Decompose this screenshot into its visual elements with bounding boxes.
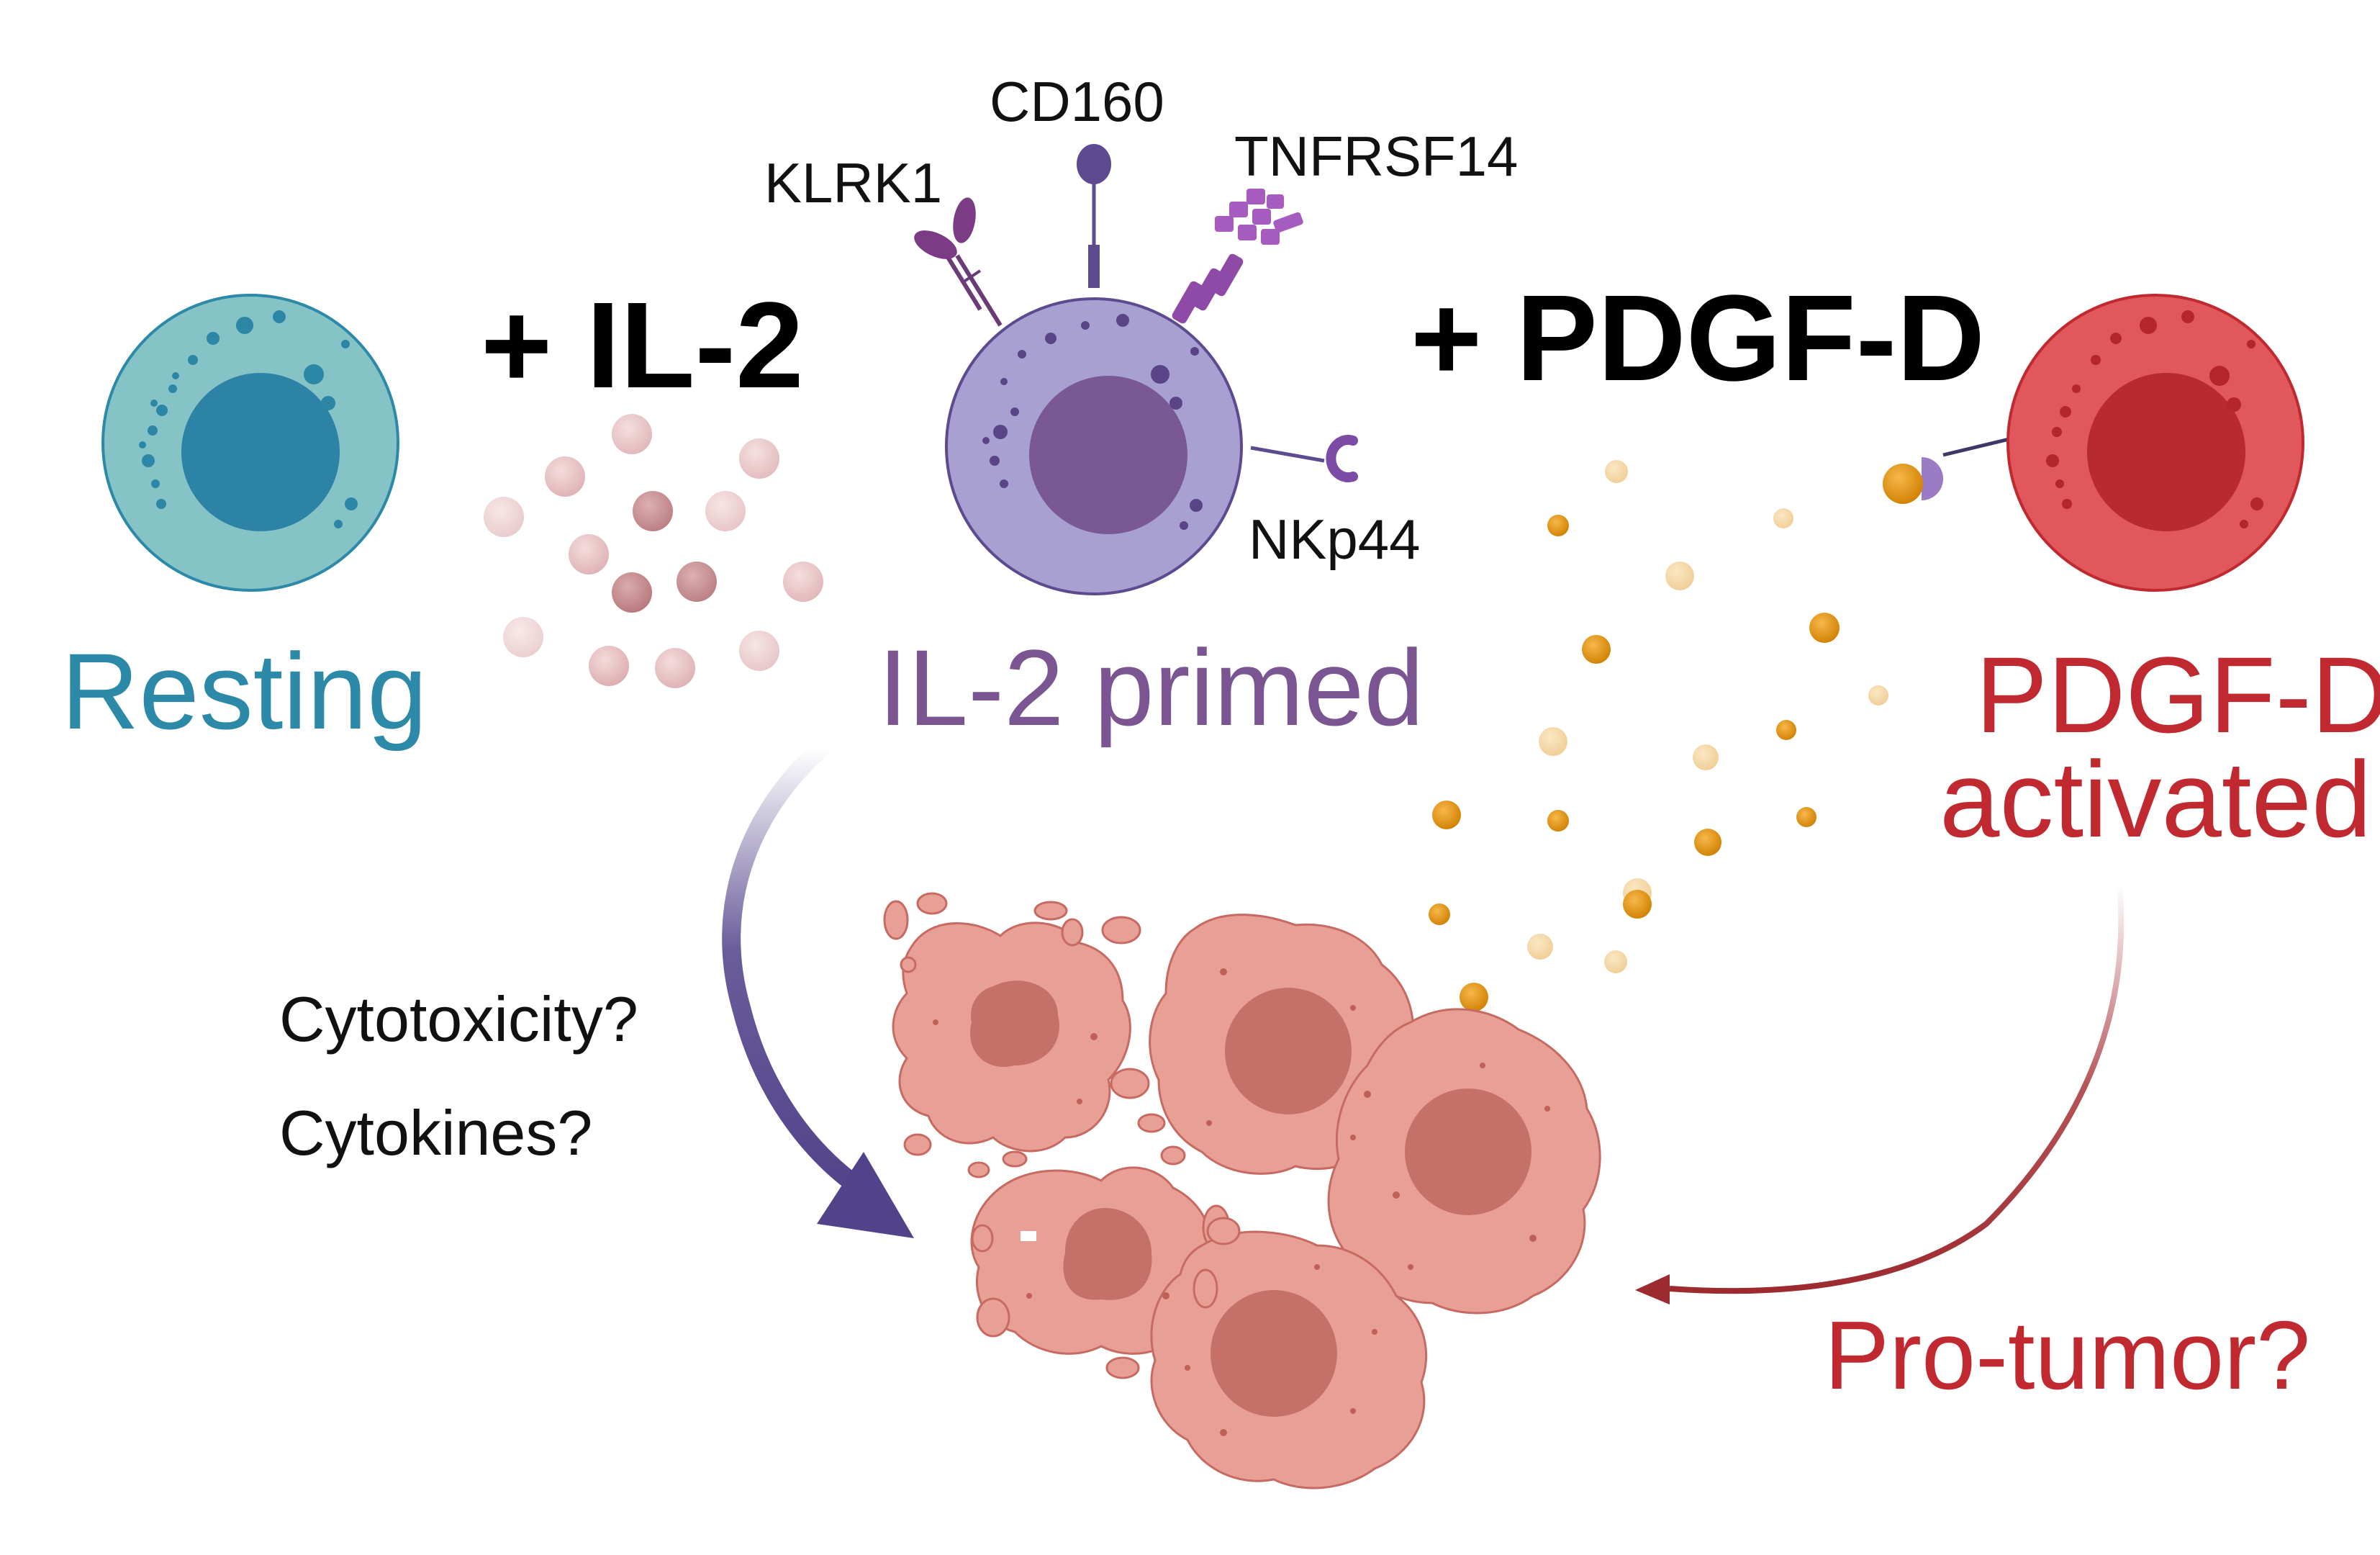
klrk1-receptor: [914, 197, 1003, 327]
cytotoxicity-label: Cytotoxicity?: [279, 983, 638, 1055]
il2-step-label: + IL-2: [481, 277, 804, 414]
cd160-label: CD160: [990, 70, 1164, 133]
nkp44-receptor: [1250, 435, 1358, 482]
pdgfd-step-label: + PDGF-D: [1411, 270, 1986, 407]
tnfrsf14-receptor: [1172, 189, 1303, 324]
pdgfd-particles: [1370, 460, 1888, 1017]
resting-cell: [101, 294, 399, 592]
cytokines-label: Cytokines?: [279, 1097, 593, 1168]
cd160-receptor: [1077, 144, 1111, 288]
protumor-label: Pro-tumor?: [1824, 1301, 2311, 1410]
activated-cell: [1883, 294, 2304, 592]
activated-to-tumor-arrow: [1635, 885, 2125, 1304]
tumor-cluster: [883, 892, 1601, 1489]
activated-label-line2: activated: [1940, 739, 2372, 860]
primed-to-tumor-arrow: [722, 739, 914, 1238]
primed-label: IL-2 primed: [878, 627, 1424, 748]
tnfrsf14-label: TNFRSF14: [1234, 125, 1519, 188]
il2-particles: [484, 414, 823, 688]
resting-label: Resting: [61, 631, 427, 752]
nkp44-label: NKp44: [1249, 508, 1421, 571]
primed-cell: [914, 144, 1358, 595]
klrk1-label: KLRK1: [764, 151, 943, 215]
activated-label-line1: PDGF-D: [1976, 634, 2380, 755]
